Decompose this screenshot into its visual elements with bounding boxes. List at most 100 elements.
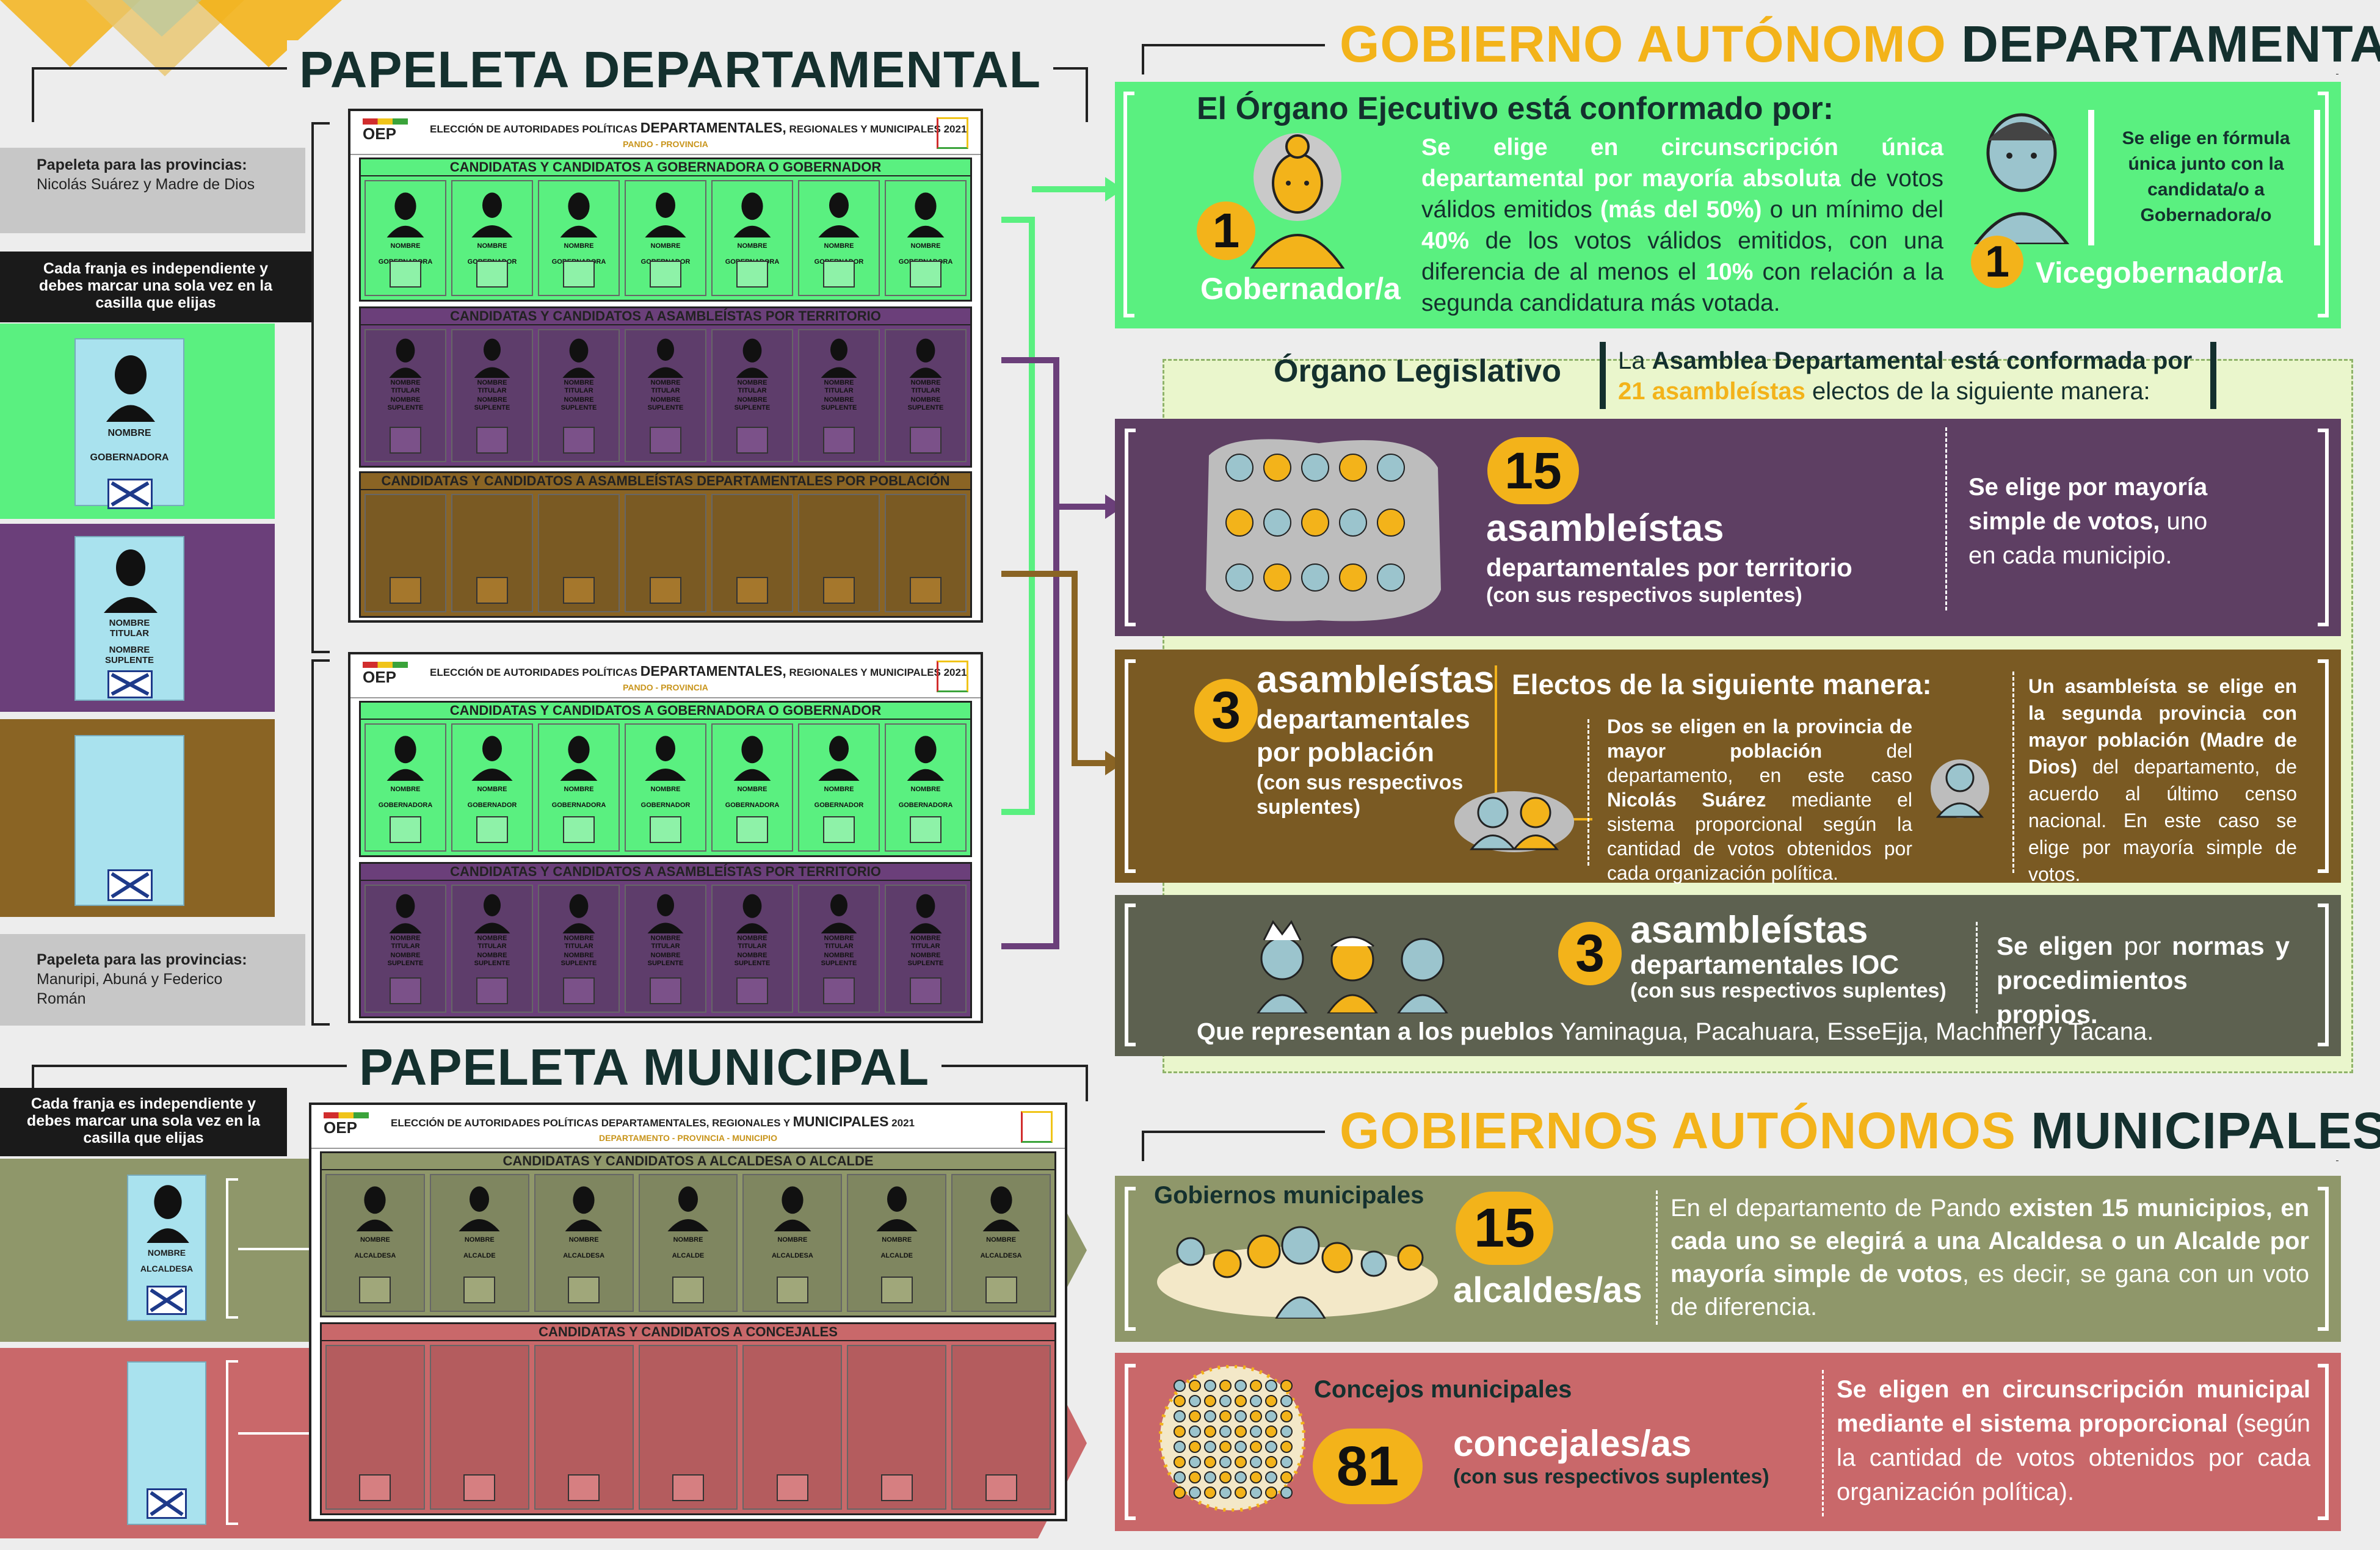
vote-checkbox[interactable] (736, 577, 768, 604)
candidate-cell (538, 494, 620, 612)
vote-checkbox[interactable] (910, 427, 941, 454)
vote-checkbox[interactable] (390, 261, 421, 288)
strip-title: CANDIDATAS Y CANDIDATOS A ASAMBLEÍSTAS P… (361, 864, 970, 881)
strip-title: CANDIDATAS Y CANDIDATOS A GOBERNADORA O … (361, 159, 970, 176)
vote-checkbox[interactable] (476, 577, 508, 604)
ioc-divider (1976, 922, 1978, 1013)
vote-checkbox[interactable] (463, 1474, 496, 1501)
vote-checkbox[interactable] (650, 261, 681, 288)
candidate-silhouette-icon (557, 335, 600, 378)
gob-muni-title-dark: MUNICIPALES (2031, 1102, 2380, 1159)
candidate-role: GOBERNADORA (378, 802, 433, 809)
muni-connector-1-tick (238, 1248, 336, 1250)
vote-checkbox[interactable] (563, 577, 595, 604)
conc-panel (1115, 1353, 2341, 1531)
vote-checkbox[interactable] (359, 1474, 391, 1501)
ioc-sub2: (con sus respectivos suplentes) (1630, 979, 1946, 1002)
vote-checkbox[interactable] (910, 816, 941, 843)
vote-checkbox[interactable] (910, 977, 941, 1004)
ballot-subtitle: PANDO - PROVINCIA (623, 683, 708, 692)
vote-checkbox[interactable] (910, 261, 941, 288)
vote-checkbox[interactable] (985, 1474, 1017, 1501)
vote-checkbox[interactable] (776, 1474, 808, 1501)
vote-checkbox[interactable] (823, 577, 855, 604)
candidate-name: NOMBRE (360, 1236, 390, 1244)
person-face-icon (1174, 1456, 1186, 1468)
vote-checkbox[interactable] (823, 427, 855, 454)
candidate-name: NOMBRE (464, 1236, 495, 1244)
vote-checkbox[interactable] (736, 261, 768, 288)
vote-checkbox[interactable] (910, 577, 941, 604)
person-face-icon (1250, 1410, 1262, 1422)
vote-checkbox[interactable] (672, 1474, 704, 1501)
candidate-cell (534, 1345, 634, 1510)
vote-checkbox[interactable] (563, 816, 595, 843)
terr-label: asambleístas (1486, 507, 1724, 549)
vote-checkbox[interactable] (823, 816, 855, 843)
person-face-icon (1204, 1395, 1216, 1407)
vote-checkbox[interactable] (823, 261, 855, 288)
candidate-silhouette-icon (471, 335, 513, 378)
vote-checkbox[interactable] (880, 1277, 913, 1303)
vote-checkbox[interactable] (568, 1474, 600, 1501)
vote-checkbox[interactable] (672, 1277, 704, 1303)
vote-checkbox[interactable] (563, 977, 595, 1004)
vote-checkbox[interactable] (823, 977, 855, 1004)
ballot-strip-terr: CANDIDATAS Y CANDIDATOS A ASAMBLEÍSTAS P… (359, 862, 972, 1018)
vote-checkbox[interactable] (650, 427, 681, 454)
vote-checkbox[interactable] (776, 1277, 808, 1303)
sample-vote-box-alc[interactable] (147, 1286, 187, 1315)
candidate-silhouette-icon (644, 335, 687, 378)
woman-silhouette-icon (147, 1185, 189, 1243)
vote-checkbox[interactable] (463, 1277, 496, 1303)
vote-checkbox[interactable] (390, 816, 421, 843)
vote-checkbox[interactable] (476, 427, 508, 454)
gov-rule-white-3: 40% (1421, 228, 1470, 254)
vote-checkbox[interactable] (736, 977, 768, 1004)
vote-checkbox[interactable] (390, 977, 421, 1004)
vote-checkbox[interactable] (736, 816, 768, 843)
vote-checkbox[interactable] (563, 261, 595, 288)
sample-vote-box-pob[interactable] (107, 869, 153, 901)
candidate-name: NOMBRE (737, 786, 767, 793)
vote-checkbox[interactable] (880, 1474, 913, 1501)
vote-checkbox[interactable] (563, 427, 595, 454)
sample-vote-box-terr[interactable] (107, 670, 153, 698)
vote-checkbox[interactable] (736, 427, 768, 454)
vote-checkbox[interactable] (390, 427, 421, 454)
vote-checkbox[interactable] (568, 1277, 600, 1303)
candidate-name: NOMBRE (564, 242, 594, 250)
vote-checkbox[interactable] (476, 261, 508, 288)
gov-label: Gobernador/a (1200, 272, 1401, 306)
person-face-icon (1189, 1487, 1201, 1499)
vote-checkbox[interactable] (476, 816, 508, 843)
provinces-label-1-bold: Papeleta para las provincias: (37, 156, 247, 173)
sample-vote-box-conc[interactable] (147, 1488, 187, 1519)
vote-checkbox[interactable] (650, 577, 681, 604)
vote-checkbox[interactable] (650, 977, 681, 1004)
vote-checkbox[interactable] (359, 1277, 391, 1303)
vote-checkbox[interactable] (650, 816, 681, 843)
governor-woman-icon (1250, 133, 1345, 269)
vote-checkbox[interactable] (390, 577, 421, 604)
flow-arrows (1001, 177, 1123, 949)
person-face-icon (1263, 563, 1291, 592)
person-face-icon (1204, 1471, 1216, 1483)
terr-sub2: (con sus respectivos suplentes) (1486, 584, 1802, 607)
conc-rule: (según la cantidad de votos obtenidos po… (1837, 1410, 2310, 1505)
vote-checkbox[interactable] (985, 1277, 1017, 1303)
connector-bracket-2 (311, 659, 330, 1026)
person-face-icon (1235, 1471, 1247, 1483)
sample-vote-box-gov[interactable] (107, 479, 153, 509)
vote-checkbox[interactable] (476, 977, 508, 1004)
candidate-role: ALCALDE (463, 1252, 496, 1259)
